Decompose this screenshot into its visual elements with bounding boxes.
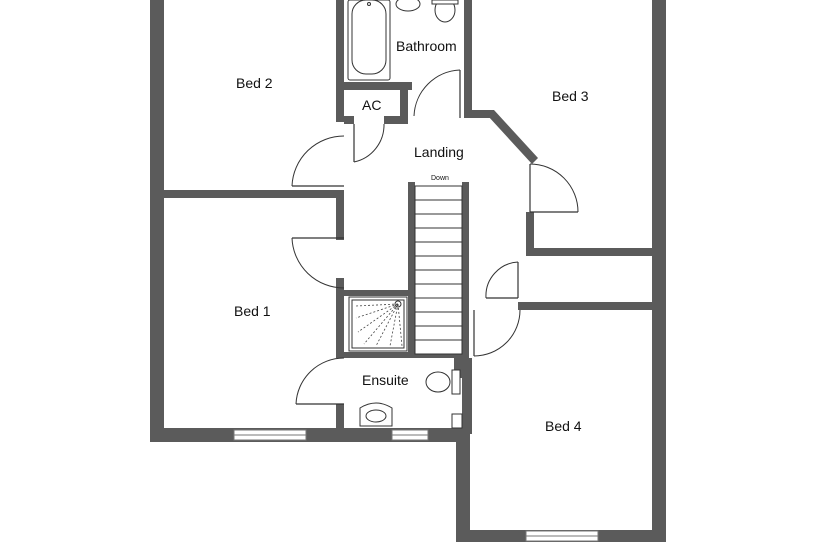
ensuite-toilet <box>425 371 451 393</box>
bathroom-right-wall <box>464 0 472 118</box>
left-exterior-wall <box>150 0 164 442</box>
shower-top-wall <box>344 290 412 296</box>
bathroom-toilet <box>434 0 456 23</box>
bed1-door-swing <box>291 237 345 289</box>
bathroom-fixtures <box>347 0 459 81</box>
bed3-bottom-wall <box>526 248 652 256</box>
right-exterior-wall <box>652 0 666 542</box>
windows <box>233 429 599 542</box>
bathtub-inner <box>351 0 387 75</box>
room-label-bed4: Bed 4 <box>545 418 582 434</box>
ac-right-wall <box>400 82 408 124</box>
ac-left-stub <box>344 116 354 124</box>
bathroom-basin <box>395 0 421 12</box>
room-label-bathroom: Bathroom <box>396 38 457 54</box>
room-label-landing: Landing <box>414 144 464 160</box>
stair-right-wall <box>462 182 469 358</box>
ensuite-cupboard <box>451 413 463 429</box>
bed4-top-wall <box>518 302 652 310</box>
bed3-left-wall-top <box>464 110 494 118</box>
stairs-direction-label: Down <box>431 175 449 182</box>
bathroom-bottom-wall <box>344 82 412 90</box>
room-label-bed2: Bed 2 <box>236 75 273 91</box>
stair-left-wall <box>408 182 415 358</box>
ensuite-right-wall <box>454 358 462 378</box>
interior-walls <box>164 0 652 442</box>
bed4-left-wall <box>456 428 470 542</box>
room-label-bed3: Bed 3 <box>552 88 589 104</box>
bed4-left-inner-wall <box>462 358 472 434</box>
bed4-door-swing <box>485 261 519 299</box>
room-label-ensuite: Ensuite <box>362 372 409 388</box>
ensuite-toilet-cistern <box>451 369 461 395</box>
bathroom-door-swing <box>413 69 461 117</box>
room-label-ac: AC <box>362 97 381 113</box>
ac-door-swing <box>353 123 385 163</box>
ensuite-top-wall <box>344 352 462 358</box>
room-label-bed1: Bed 1 <box>234 303 271 319</box>
shower-tray-inner <box>351 299 405 349</box>
bathroom-toilet-cistern <box>431 0 459 5</box>
ensuite-basin-bowl <box>365 409 387 423</box>
bed2-bottom-wall <box>164 190 344 198</box>
bed1-right-wall-upper <box>336 278 344 358</box>
bath-drain <box>367 2 371 6</box>
ensuite-fixtures <box>348 296 463 429</box>
ac-bottom-wall <box>384 116 408 124</box>
bed2-door-swing <box>291 135 345 187</box>
doors <box>291 69 579 405</box>
exterior-walls <box>150 0 666 542</box>
bed3-diagonal-wall <box>488 110 538 164</box>
ensuite-door-swing <box>295 357 345 405</box>
room-labels: Bed 2 Bathroom Bed 3 AC Landing Bed 1 En… <box>234 38 589 434</box>
bed3-left-wall-lower <box>526 212 534 256</box>
bed3-door-swing <box>529 163 579 213</box>
staircase: Down <box>414 175 463 355</box>
bed1-top-right-stub <box>336 190 344 240</box>
landing-lower-door-swing <box>473 309 521 357</box>
bed1-right-wall-lower <box>336 404 344 442</box>
bed2-right-wall <box>336 0 344 122</box>
